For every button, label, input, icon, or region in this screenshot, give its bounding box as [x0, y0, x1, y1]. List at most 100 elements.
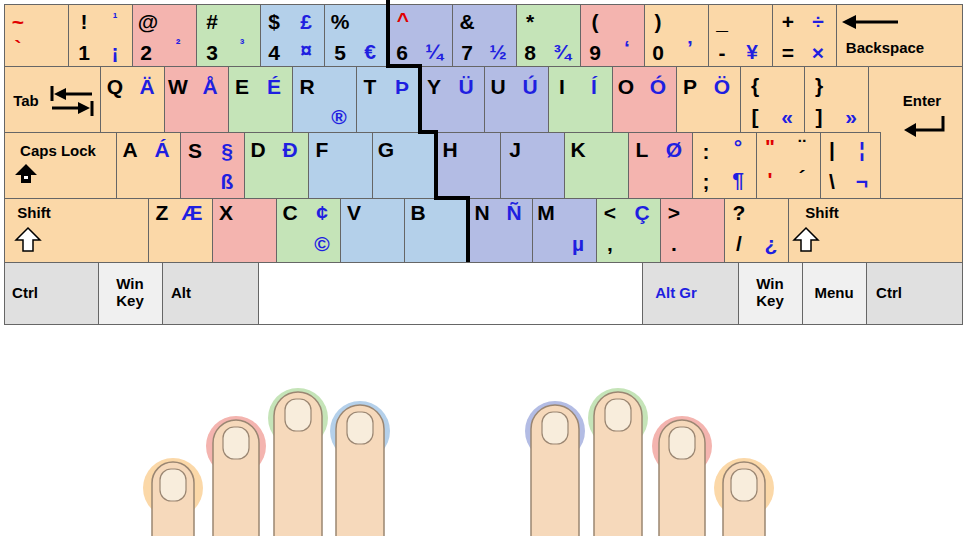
- tab-bar: [51, 86, 54, 101]
- shift-icon: [794, 228, 818, 251]
- fingers: [152, 392, 765, 536]
- key-label: #: [206, 10, 218, 34]
- keyboard-key: $£4¤: [260, 4, 325, 67]
- key-label: 7: [461, 41, 473, 65]
- finger: [531, 405, 579, 536]
- key-label: L: [636, 138, 649, 162]
- finger-nail: [605, 399, 631, 431]
- key-label: {: [751, 74, 759, 98]
- key-label: ': [768, 168, 773, 192]
- tab-arrow: [52, 107, 84, 110]
- finger: [213, 420, 259, 536]
- finger-nails: [160, 399, 757, 501]
- key-label: Í: [591, 75, 597, 99]
- key-label: B: [410, 201, 425, 225]
- icon-lines: [52, 22, 943, 130]
- finger-nail: [731, 469, 757, 501]
- keyboard-key: >.: [660, 198, 725, 263]
- key-label: !: [81, 10, 88, 34]
- key-label: 2: [140, 41, 152, 65]
- key-label: ¨: [799, 135, 806, 159]
- arrow-head: [54, 88, 66, 100]
- enter-key-outline: [868, 66, 963, 199]
- keyboard-key: Shift: [788, 198, 963, 263]
- key-label: E: [235, 75, 249, 99]
- keyboard-key: Mµ: [532, 198, 597, 263]
- key-label: M: [537, 201, 555, 225]
- key-label: D: [250, 138, 265, 162]
- key-label: ^: [397, 8, 409, 32]
- key-label: P: [683, 75, 697, 99]
- finger: [152, 462, 194, 536]
- tab-bar: [91, 101, 94, 116]
- keyboard-key: Tab: [4, 66, 101, 133]
- key-label: ´: [799, 166, 806, 190]
- keyboard-key: F: [308, 132, 373, 199]
- keyboard-key: K: [564, 132, 629, 199]
- finger-nail: [542, 412, 568, 444]
- keyboard-key: Backspace: [836, 4, 963, 67]
- key-label: Shift: [17, 204, 50, 221]
- keyboard-key: DÐ: [244, 132, 309, 199]
- enter-key-shape: [869, 67, 963, 199]
- key-label: H: [442, 138, 457, 162]
- key-label: Ú: [522, 75, 537, 99]
- key-label: Ctrl: [876, 284, 902, 301]
- key-label: Y: [427, 75, 441, 99]
- keyboard-key: YÜ: [420, 66, 485, 133]
- space-bar: [259, 263, 643, 325]
- key-label: ?: [733, 201, 746, 225]
- key-label: (: [592, 10, 599, 34]
- key-label: 5: [334, 41, 346, 65]
- key-label: &: [459, 10, 474, 34]
- keyboard-key: TÞ: [356, 66, 421, 133]
- keyboard-key: UÚ: [484, 66, 549, 133]
- keyboard-key: AÁ: [116, 132, 181, 199]
- key-label: >: [668, 201, 680, 225]
- key-label: ©: [314, 232, 329, 256]
- key-label: ®: [331, 105, 346, 129]
- key-label: ;: [703, 170, 710, 194]
- key-label: Ctrl: [12, 284, 38, 301]
- key-label: =: [782, 41, 794, 65]
- finger-nail: [160, 469, 186, 501]
- key-label: ²: [176, 36, 181, 52]
- keyboard-key: &7½: [452, 4, 517, 67]
- arrow-head: [842, 15, 856, 29]
- keyboard-key: !¹1¡: [68, 4, 133, 67]
- keyboard-key: X: [212, 198, 277, 263]
- key-label: °: [734, 135, 742, 159]
- key-label: 3: [206, 41, 218, 65]
- key-label: ¬: [856, 170, 868, 194]
- keyboard-key: @²2: [132, 4, 197, 67]
- key-label: |: [829, 138, 835, 162]
- keyboard-key: <Ç,: [596, 198, 661, 263]
- key-label: Ó: [650, 75, 666, 99]
- key-label: Ð: [282, 138, 297, 162]
- finger: [336, 405, 384, 536]
- key-label: S: [188, 139, 202, 163]
- finger-nail: [347, 412, 373, 444]
- finger-nail: [285, 399, 311, 431]
- keyboard-key: Enter: [868, 66, 963, 199]
- keyboard-key: Alt: [162, 262, 259, 325]
- keyboard-key: Ctrl: [4, 262, 99, 325]
- key-label: Alt Gr: [655, 284, 697, 301]
- key-label: +: [782, 10, 794, 34]
- key-label: ¢: [316, 201, 328, 225]
- key-label: -: [719, 41, 726, 65]
- key-label: µ: [572, 232, 584, 256]
- keyboard-key: NÑ: [468, 198, 533, 263]
- finger-nail: [223, 427, 249, 459]
- keyboard-key: *8¾: [516, 4, 581, 67]
- key-label: Ü: [458, 75, 473, 99]
- key-label: ]: [816, 105, 823, 129]
- finger-nail: [669, 427, 695, 459]
- key-label: ): [655, 10, 662, 34]
- key-label: Ä: [139, 75, 154, 99]
- key-label: I: [559, 75, 565, 99]
- key-label: ¦: [859, 138, 865, 162]
- keyboard-key: Win Key: [98, 262, 163, 325]
- keyboard-key: B: [404, 198, 469, 263]
- keyboard-key: |¦\¬: [820, 132, 881, 199]
